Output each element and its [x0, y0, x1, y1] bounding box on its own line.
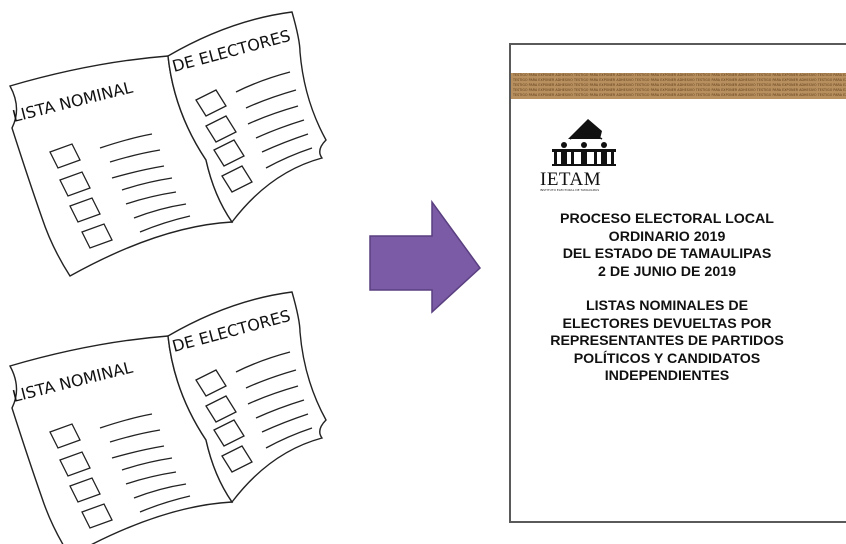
ietam-logo-icon — [552, 119, 616, 166]
document-cover: TESTIGO PARA EXPONER ADHESIVO TESTIGO PA… — [509, 43, 846, 523]
subtitle-line: INDEPENDIENTES — [604, 368, 730, 384]
voter-list-booklet: LISTA NOMINAL DE ELECTORES — [9, 11, 327, 277]
adhesive-strip-text: TESTIGO PARA EXPONER ADHESIVO TESTIGO PA… — [513, 73, 846, 77]
adhesive-strip-text: TESTIGO PARA EXPONER ADHESIVO TESTIGO PA… — [513, 83, 846, 87]
adhesive-strip-text: TESTIGO PARA EXPONER ADHESIVO TESTIGO PA… — [513, 93, 846, 97]
adhesive-strip-text: TESTIGO PARA EXPONER ADHESIVO TESTIGO PA… — [513, 88, 846, 92]
title-line: DEL ESTADO DE TAMAULIPAS — [562, 246, 772, 262]
title-line: ORDINARIO 2019 — [608, 228, 726, 245]
adhesive-strip: TESTIGO PARA EXPONER ADHESIVO TESTIGO PA… — [511, 73, 846, 99]
cover-title: PROCESO ELECTORAL LOCAL ORDINARIO 2019 D… — [531, 211, 803, 386]
right-arrow-icon — [369, 199, 482, 314]
subtitle-line: POLÍTICOS Y CANDIDATOS — [573, 350, 761, 367]
voter-list-booklet: LISTA NOMINAL DE ELECTORES — [9, 291, 327, 544]
subtitle-line: LISTAS NOMINALES DE — [585, 298, 749, 314]
subtitle-line: ELECTORES DEVUELTAS POR — [562, 315, 772, 332]
logo-subtitle: INSTITUTO ELECTORAL DE TAMAULIPAS — [540, 188, 600, 192]
logo-wordmark: IETAM — [540, 169, 602, 190]
adhesive-strip-text: TESTIGO PARA EXPONER ADHESIVO TESTIGO PA… — [513, 78, 846, 82]
title-line: 2 DE JUNIO DE 2019 — [598, 263, 736, 280]
subtitle-line: REPRESENTANTES DE PARTIDOS — [550, 333, 784, 349]
title-line: PROCESO ELECTORAL LOCAL — [560, 211, 774, 227]
